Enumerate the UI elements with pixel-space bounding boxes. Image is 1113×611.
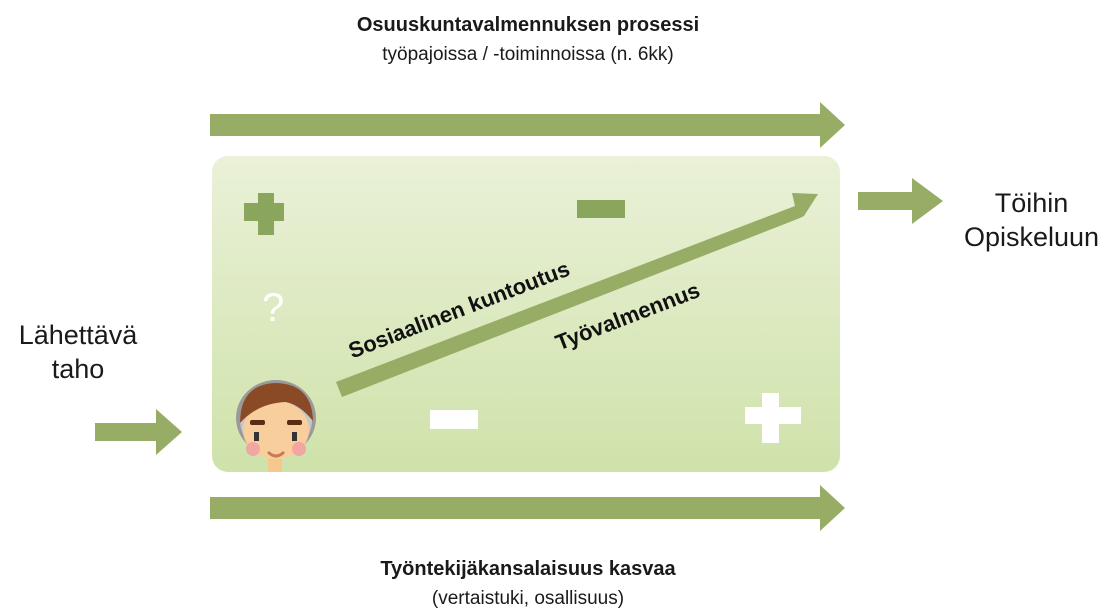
person-avatar-icon [236,380,316,472]
referring-party-line1: Lähettävä [18,320,138,350]
minus-icon [430,410,478,429]
bottom-long-arrow [210,485,845,531]
referring-party-label: Lähettävä taho [0,318,156,386]
minus-icon [577,200,625,218]
citizenship-subtitle: (vertaistuki, osallisuus) [431,588,625,609]
citizenship-title: Työntekijäkansalaisuus kasvaa [380,558,676,580]
top-long-arrow [210,102,845,148]
process-subtitle: työpajoissa / -toiminnoissa (n. 6kk) [382,44,674,65]
question-icon: ? [262,286,285,330]
plus-icon [244,193,284,235]
diagonal-progress-arrow [336,193,818,397]
plus-icon [745,393,801,443]
input-arrow [95,409,182,455]
outcome-label: Töihin Opiskeluun [950,186,1113,254]
process-title: Osuuskuntavalmennuksen prosessi [356,14,700,36]
output-arrow [858,178,943,224]
outcome-line1: Töihin [994,188,1069,218]
referring-party-line2: taho [51,354,105,384]
outcome-line2: Opiskeluun [963,222,1100,252]
